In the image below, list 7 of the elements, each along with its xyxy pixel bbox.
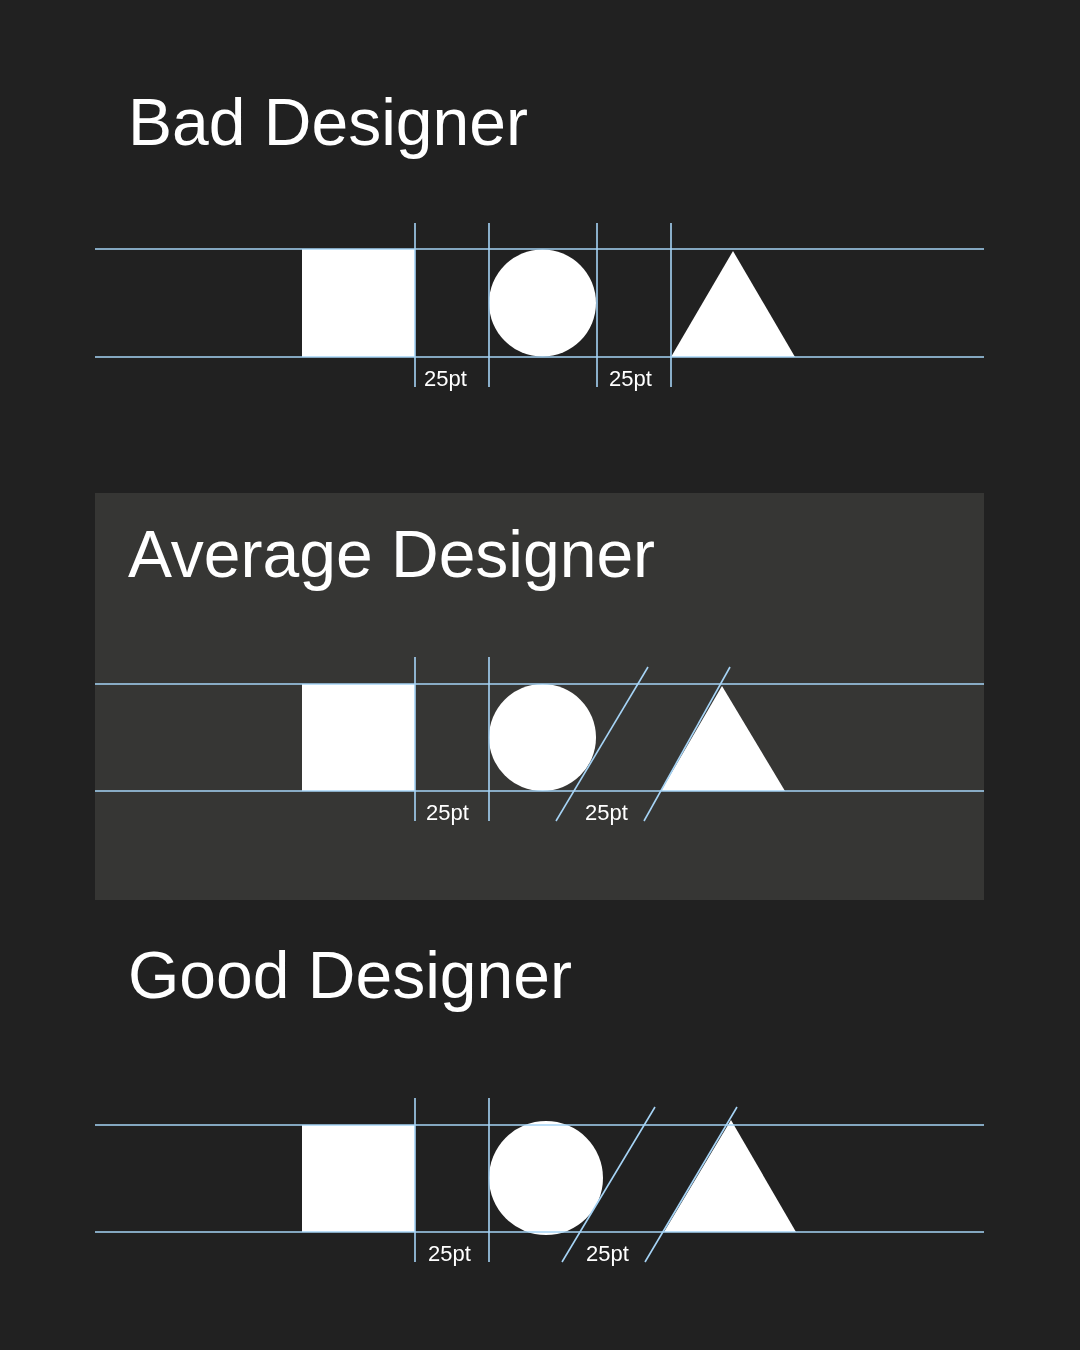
dimension-label: 25pt [428, 1243, 471, 1265]
dimension-label: 25pt [424, 368, 467, 390]
dimension-label: 25pt [585, 802, 628, 824]
dimension-label: 25pt [426, 802, 469, 824]
highlight-panel [95, 493, 984, 900]
dimension-label: 25pt [586, 1243, 629, 1265]
dimension-label: 25pt [609, 368, 652, 390]
